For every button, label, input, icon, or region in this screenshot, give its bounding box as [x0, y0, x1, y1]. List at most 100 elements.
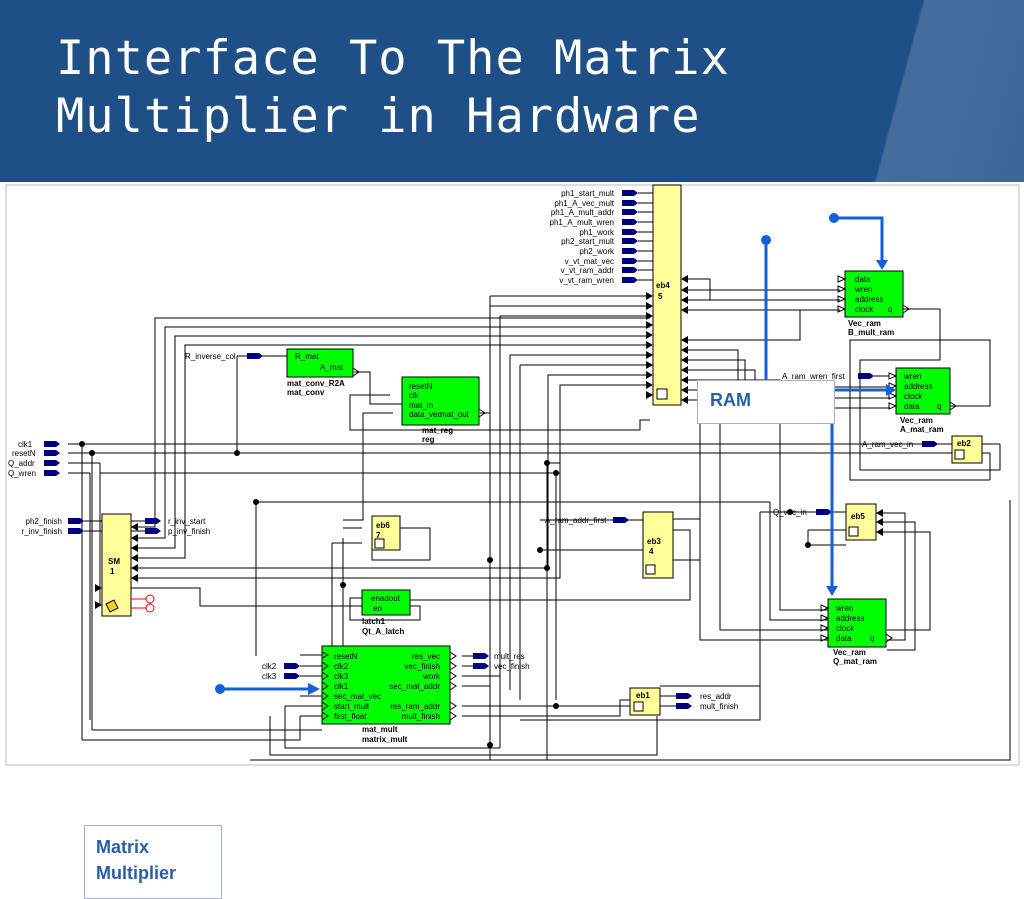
mat-conv-input-label: R_inverse_col	[185, 352, 236, 361]
block-latch[interactable]: enadout en latch1 Qt_A_latch	[361, 589, 411, 636]
block-mat-conv[interactable]: R_mat A_mat R_inverse_col mat_conv_R2A m…	[185, 348, 360, 397]
eb1-out-mult-finish: mult_finish	[700, 702, 738, 711]
eb4-in-1: ph1_A_vec_mult	[554, 199, 614, 208]
eb2-doc-icon	[954, 449, 965, 460]
sm-index: 1	[110, 567, 115, 576]
a-ram-pin-q: q	[937, 402, 941, 411]
latch-pin-en: en	[373, 604, 382, 613]
b-ram-pin-data: data	[855, 275, 871, 284]
a-ram-input-label: A_ram_wren_first	[782, 372, 845, 381]
q-ram-name: Vec_ram	[833, 648, 866, 657]
mat-mult-ext-in-0: clk2	[262, 662, 277, 671]
eb5-input-label: Q_vec_in	[773, 508, 807, 517]
a-ram-body	[895, 367, 951, 415]
sm-body	[101, 513, 132, 617]
mat-conv-name: mat_conv_R2A	[287, 379, 345, 388]
mat-mult-inst: matrix_mult	[362, 735, 408, 744]
mat-conv-inst: mat_conv	[287, 388, 325, 397]
block-b-mult-ram[interactable]: data wren address clock q Vec_ram B_mult…	[837, 270, 910, 337]
eb4-in-7: v_vt_mat_vec	[565, 257, 614, 266]
sm-in-r-inv-finish: r_inv_finish	[22, 527, 62, 536]
block-eb5[interactable]: eb5 Q_vec_in	[773, 503, 883, 541]
latch-name: latch1	[362, 617, 386, 626]
mat-mult-out-0: res_vec	[412, 652, 440, 661]
q-ram-pin-q: q	[870, 634, 874, 643]
input-pin	[44, 441, 60, 447]
q-ram-inst: Q_mat_ram	[833, 657, 877, 666]
sm-in-ph2-finish: ph2_finish	[26, 517, 62, 526]
ram-arrow-b	[834, 216, 884, 262]
mat-mult-out-4: res_ram_addr	[390, 702, 440, 711]
eb4-doc-icon	[656, 388, 668, 400]
b-ram-pin-wren: wren	[854, 285, 872, 294]
sm-out-p-inv-finish: p_inv_finish	[168, 527, 210, 536]
eb4-in-2: ph1_A_mult_addr	[551, 208, 614, 217]
mat-mult-out-3: sec_mat_addr	[389, 682, 440, 691]
schematic-frame	[5, 184, 1020, 766]
a-ram-name: Vec_ram	[900, 416, 933, 425]
input-pin	[44, 470, 60, 476]
sm-out-r-inv-start: r_inv_start	[168, 517, 206, 526]
block-eb3[interactable]: eb3 4 A_ram_addr_first	[545, 511, 674, 579]
matrix-multiplier-callout-text: Matrix Multiplier	[96, 837, 176, 883]
mat-mult-in-5: start_mult	[334, 702, 370, 711]
b-ram-inst: B_mult_ram	[848, 328, 894, 337]
block-sm[interactable]: SM 1 ph2_finish r_inv_finish r_inv_start…	[22, 513, 211, 617]
input-pin	[44, 460, 60, 466]
global-inputs: clk1 resetN Q_addr Q_wren	[8, 440, 60, 478]
input-pin	[44, 450, 60, 456]
mat-conv-body	[286, 348, 354, 378]
input-label-Q-addr: Q_addr	[8, 459, 35, 468]
mat-reg-pin-data-vec: data_vec	[409, 410, 441, 419]
block-eb2[interactable]: eb2 A_ram_vec_in	[862, 435, 983, 464]
eb2-label: eb2	[957, 439, 971, 448]
mat-reg-pin-clk: clk	[409, 391, 420, 400]
b-ram-name: Vec_ram	[848, 319, 881, 328]
block-eb4[interactable]: eb4 5 ph1_start_mult ph1_A_vec_mult ph1_…	[550, 184, 688, 406]
schematic-diagram: clk1 resetN Q_addr Q_wren eb4 5 ph1_star…	[0, 183, 1024, 899]
eb3-label: eb3	[647, 537, 661, 546]
mat-mult-in-2: clk3	[334, 672, 349, 681]
eb5-body	[845, 503, 877, 541]
q-ram-pin-wren: wren	[835, 604, 853, 613]
a-ram-pin-data: data	[904, 402, 920, 411]
mat-mult-ext-out-0: mult_res	[494, 652, 525, 661]
mat-reg-name: mat_reg	[422, 426, 453, 435]
b-ram-pin-q: q	[888, 305, 892, 314]
eb4-in-4: ph1_work	[579, 228, 615, 237]
mat-reg-pin-mat-in: mat_in	[409, 401, 433, 410]
eb6-doc-icon	[374, 538, 385, 549]
wire-junctions	[79, 441, 811, 748]
block-eb6[interactable]: eb6 7	[371, 515, 401, 551]
a-ram-inst: A_mat_ram	[900, 425, 944, 434]
sm-state-icon	[105, 599, 119, 613]
eb4-in-0: ph1_start_mult	[561, 189, 615, 198]
eb4-in-6: ph2_work	[579, 247, 615, 256]
mat-mult-in-4: sec_mat_vec	[334, 692, 381, 701]
latch-body	[361, 589, 411, 616]
eb4-in-8: v_vt_ram_addr	[561, 266, 615, 275]
eb6-index: 7	[376, 531, 381, 540]
b-ram-body	[844, 270, 904, 318]
ram-callout: RAM	[697, 380, 835, 424]
wires	[68, 278, 1011, 761]
title-line-1: Interface To The Matrix	[56, 31, 730, 86]
block-eb1[interactable]: eb1 res_addr mult_finish	[629, 687, 738, 716]
eb2-input-label: A_ram_vec_in	[862, 440, 913, 449]
eb5-doc-icon	[848, 526, 859, 537]
block-mat-mult[interactable]: resetN clk2 clk3 clk1 sec_mat_vec start_…	[262, 645, 530, 744]
mat-reg-inst: reg	[422, 435, 435, 444]
eb1-label: eb1	[636, 691, 650, 700]
mat-mult-out-2: work	[422, 672, 441, 681]
block-a-mat-ram[interactable]: wren address clock data q A_ram_wren_fir…	[782, 367, 957, 434]
mat-reg-body	[401, 376, 480, 426]
eb4-body	[652, 184, 682, 406]
matrix-multiplier-callout: Matrix Multiplier	[84, 825, 222, 899]
block-mat-reg[interactable]: resetN clk mat_in data_vec mat_out mat_r…	[401, 376, 486, 444]
latch-pin-enadout: enadout	[371, 594, 401, 603]
eb4-label: eb4	[656, 281, 670, 290]
block-q-mat-ram[interactable]: wren address clock data q Vec_ram Q_mat_…	[820, 598, 893, 666]
q-ram-pin-address: address	[836, 614, 864, 623]
q-ram-pin-clock: clock	[836, 624, 855, 633]
mat-conv-pin-in: R_mat	[295, 352, 319, 361]
